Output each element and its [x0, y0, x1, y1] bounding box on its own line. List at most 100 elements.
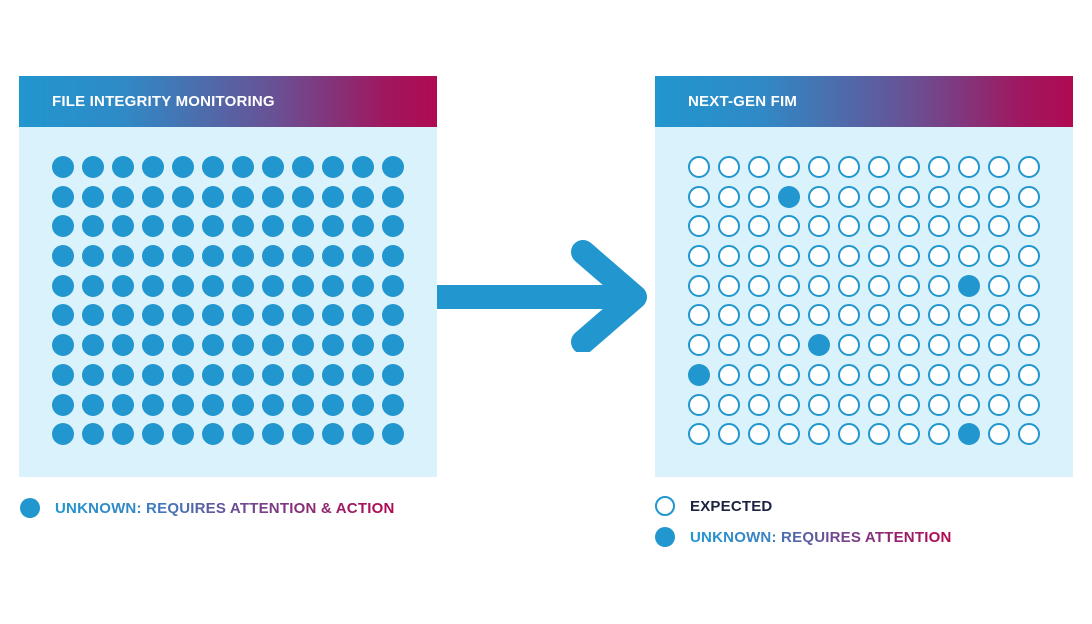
- hollow-circle-icon: [748, 274, 770, 297]
- hollow-circle-icon: [808, 423, 830, 446]
- filled-circle-icon: [322, 304, 344, 327]
- filled-circle-icon: [292, 393, 314, 416]
- filled-circle-icon: [382, 334, 404, 357]
- hollow-circle-icon: [718, 304, 740, 327]
- filled-circle-icon: [112, 393, 134, 416]
- filled-circle-icon: [112, 215, 134, 238]
- hollow-circle-icon: [868, 185, 890, 208]
- filled-circle-icon: [172, 363, 194, 386]
- hollow-circle-icon: [868, 334, 890, 357]
- hollow-circle-icon: [748, 185, 770, 208]
- filled-circle-icon: [52, 185, 74, 208]
- filled-circle-icon: [778, 185, 800, 208]
- hollow-circle-icon: [1018, 274, 1040, 297]
- filled-circle-icon: [655, 527, 675, 547]
- filled-circle-icon: [322, 274, 344, 297]
- filled-circle-icon: [52, 215, 74, 238]
- filled-circle-icon: [112, 156, 134, 178]
- filled-circle-icon: [142, 156, 164, 178]
- legend-label: UNKNOWN: REQUIRES ATTENTION: [690, 529, 952, 546]
- hollow-circle-icon: [778, 245, 800, 268]
- filled-circle-icon: [82, 274, 104, 297]
- filled-circle-icon: [352, 304, 374, 327]
- filled-circle-icon: [52, 156, 74, 178]
- filled-circle-icon: [202, 363, 224, 386]
- hollow-circle-icon: [688, 156, 710, 178]
- filled-circle-icon: [958, 423, 980, 446]
- hollow-circle-icon: [778, 274, 800, 297]
- filled-circle-icon: [352, 274, 374, 297]
- filled-circle-icon: [142, 215, 164, 238]
- hollow-circle-icon: [718, 245, 740, 268]
- hollow-circle-icon: [928, 245, 950, 268]
- hollow-circle-icon: [718, 156, 740, 178]
- hollow-circle-icon: [1018, 334, 1040, 357]
- legend-text-gradient: UNKNOWN: REQUIRES ATTENTION: [690, 528, 952, 546]
- hollow-circle-icon: [688, 274, 710, 297]
- hollow-circle-icon: [898, 393, 920, 416]
- next-gen-fim-panel-title: NEXT-GEN FIM: [655, 76, 1073, 127]
- hollow-circle-icon: [718, 393, 740, 416]
- filled-circle-icon: [142, 304, 164, 327]
- legend-label: UNKNOWN: REQUIRES ATTENTION & ACTION: [55, 500, 395, 517]
- filled-circle-icon: [142, 185, 164, 208]
- filled-circle-icon: [142, 245, 164, 268]
- filled-circle-icon: [322, 334, 344, 357]
- hollow-circle-icon: [928, 156, 950, 178]
- filled-circle-icon: [172, 215, 194, 238]
- hollow-circle-icon: [958, 304, 980, 327]
- hollow-circle-icon: [958, 185, 980, 208]
- hollow-circle-icon: [958, 156, 980, 178]
- hollow-circle-icon: [1018, 215, 1040, 238]
- hollow-circle-icon: [838, 274, 860, 297]
- next-gen-fim-dot-grid: [688, 156, 1040, 446]
- filled-circle-icon: [172, 245, 194, 268]
- filled-circle-icon: [262, 304, 284, 327]
- hollow-circle-icon: [748, 215, 770, 238]
- hollow-circle-icon: [958, 215, 980, 238]
- hollow-circle-icon: [988, 185, 1010, 208]
- filled-circle-icon: [322, 185, 344, 208]
- filled-circle-icon: [382, 393, 404, 416]
- hollow-circle-icon: [808, 156, 830, 178]
- filled-circle-icon: [292, 334, 314, 357]
- hollow-circle-icon: [988, 245, 1010, 268]
- filled-circle-icon: [322, 215, 344, 238]
- filled-circle-icon: [82, 363, 104, 386]
- hollow-circle-icon: [958, 363, 980, 386]
- hollow-circle-icon: [688, 334, 710, 357]
- hollow-circle-icon: [898, 245, 920, 268]
- filled-circle-icon: [292, 156, 314, 178]
- hollow-circle-icon: [778, 423, 800, 446]
- filled-circle-icon: [292, 185, 314, 208]
- filled-circle-icon: [52, 334, 74, 357]
- hollow-circle-icon: [928, 185, 950, 208]
- hollow-circle-icon: [688, 185, 710, 208]
- filled-circle-icon: [202, 156, 224, 178]
- filled-circle-icon: [232, 304, 254, 327]
- filled-circle-icon: [322, 363, 344, 386]
- filled-circle-icon: [382, 363, 404, 386]
- filled-circle-icon: [202, 245, 224, 268]
- hollow-circle-icon: [898, 334, 920, 357]
- filled-circle-icon: [52, 274, 74, 297]
- hollow-circle-icon: [748, 363, 770, 386]
- hollow-circle-icon: [838, 156, 860, 178]
- hollow-circle-icon: [988, 156, 1010, 178]
- filled-circle-icon: [142, 334, 164, 357]
- filled-circle-icon: [82, 304, 104, 327]
- hollow-circle-icon: [988, 274, 1010, 297]
- hollow-circle-icon: [928, 304, 950, 327]
- hollow-circle-icon: [718, 215, 740, 238]
- filled-circle-icon: [292, 215, 314, 238]
- hollow-circle-icon: [928, 215, 950, 238]
- hollow-circle-icon: [838, 245, 860, 268]
- filled-circle-icon: [352, 423, 374, 446]
- filled-circle-icon: [82, 215, 104, 238]
- hollow-circle-icon: [688, 423, 710, 446]
- hollow-circle-icon: [718, 185, 740, 208]
- hollow-circle-icon: [868, 393, 890, 416]
- filled-circle-icon: [232, 423, 254, 446]
- fim-dot-grid: [52, 156, 404, 446]
